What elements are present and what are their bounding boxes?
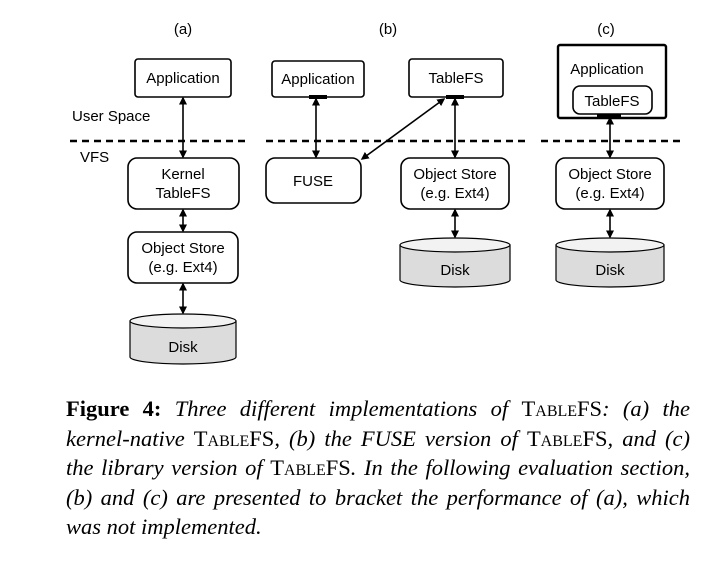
tablefs-label-c: TableFS bbox=[584, 93, 639, 110]
fuse-label: FUSE bbox=[293, 173, 333, 190]
disk-label-b: Disk bbox=[440, 262, 470, 279]
panel-c: Application TableFS Object Store (e.g. E… bbox=[555, 43, 668, 288]
caption-text-4: , and (c) the library version of bbox=[66, 425, 691, 481]
ext4-label-a: (e.g. Ext4) bbox=[148, 259, 217, 276]
panel-label-b: (b) bbox=[379, 21, 397, 38]
caption-tablefs-2: TableFS bbox=[193, 425, 275, 451]
caption-tablefs-3: TableFS bbox=[526, 425, 608, 451]
panel-label-c: (c) bbox=[597, 21, 615, 38]
disk-cylinder-a bbox=[129, 313, 237, 365]
caption-text-5: . In the following evaluation section, (… bbox=[66, 455, 691, 539]
figure-number: Figure 4: bbox=[66, 396, 162, 421]
user-space-label: User Space bbox=[72, 108, 150, 125]
kernel-tablefs-label: TableFS bbox=[155, 185, 210, 202]
panel-label-a: (a) bbox=[174, 21, 192, 38]
ext4-label-c: (e.g. Ext4) bbox=[575, 185, 644, 202]
application-label-c: Application bbox=[570, 61, 643, 78]
caption-tablefs-1: TableFS bbox=[521, 396, 603, 421]
caption-tablefs-4: TableFS bbox=[270, 455, 351, 480]
arrow-fuse-tablefs-b bbox=[360, 98, 446, 160]
object-store-label-a: Object Store bbox=[141, 240, 224, 257]
disk-label-c: Disk bbox=[595, 262, 625, 279]
caption-text-2: : (a) the kernel-native bbox=[66, 396, 691, 451]
caption-text-3: , (b) the FUSE version of bbox=[274, 425, 518, 451]
panel-a: Application Kernel TableFS Object Store … bbox=[127, 58, 240, 365]
object-store-label-c: Object Store bbox=[568, 166, 651, 183]
application-label-b: Application bbox=[281, 71, 354, 88]
application-label-a: Application bbox=[146, 70, 219, 87]
kernel-label: Kernel bbox=[161, 166, 204, 183]
figure-caption: Figure 4: Three different implementation… bbox=[66, 394, 690, 542]
panel-b: Application TableFS FUSE Object Store (e… bbox=[265, 58, 511, 288]
architecture-diagram: (a) (b) (c) User Space VFS Application K… bbox=[70, 21, 684, 365]
tablefs-label-b: TableFS bbox=[428, 70, 483, 87]
vfs-label: VFS bbox=[80, 149, 109, 166]
disk-cylinder-c bbox=[555, 237, 665, 288]
disk-label-a: Disk bbox=[168, 339, 198, 356]
object-store-label-b: Object Store bbox=[413, 166, 496, 183]
ext4-label-b: (e.g. Ext4) bbox=[420, 185, 489, 202]
caption-text-1: Three different implementations of bbox=[174, 396, 509, 421]
